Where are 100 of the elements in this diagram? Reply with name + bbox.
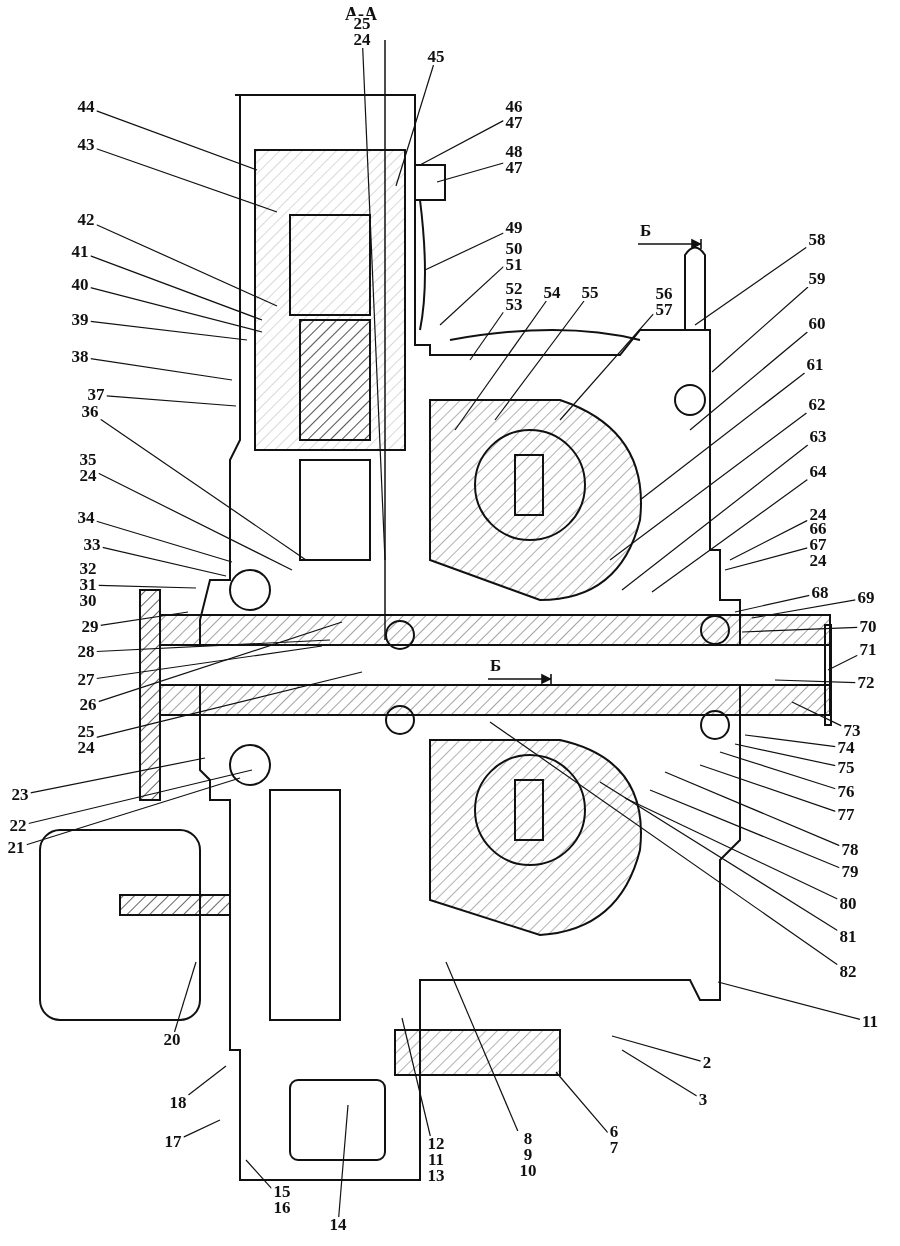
callout-number: 11 — [427, 1152, 445, 1168]
section-letter: Б — [640, 221, 652, 241]
leader-line — [95, 645, 323, 680]
callout-number: 45 — [427, 49, 445, 65]
callout-number: 24 — [353, 32, 371, 48]
leader-line — [489, 721, 839, 966]
callout-number: 6 — [609, 1124, 619, 1140]
leader-line — [89, 287, 263, 333]
leader-line — [555, 1071, 609, 1134]
callout-number: 79 — [841, 864, 859, 880]
leader-line — [89, 320, 248, 341]
callout-number: 14 — [329, 1217, 347, 1233]
leader-line — [97, 621, 343, 703]
callout-number: 64 — [809, 464, 827, 480]
callout-number: 71 — [859, 642, 877, 658]
leader-line — [95, 224, 278, 307]
leader-line — [609, 412, 808, 561]
callout-number: 77 — [837, 807, 855, 823]
callout-number: 22 — [9, 818, 27, 834]
leader-line — [89, 255, 263, 321]
callout-number: 82 — [839, 964, 857, 980]
leader-line — [791, 701, 843, 727]
leader-line — [694, 246, 808, 326]
callout-number: 18 — [169, 1095, 187, 1111]
callout-number: 54 — [543, 285, 561, 301]
callout-number: 24 — [809, 553, 827, 569]
leader-line — [401, 1017, 431, 1137]
callout-number: 74 — [837, 740, 855, 756]
leader-line — [338, 1104, 349, 1218]
callout-number: 25 — [77, 724, 95, 740]
leader-line — [734, 743, 837, 767]
callout-number: 37 — [87, 387, 105, 403]
callout-number: 59 — [808, 271, 826, 287]
callout-number: 55 — [581, 285, 599, 301]
callout-number: 51 — [505, 257, 523, 273]
callout-number: 63 — [809, 429, 827, 445]
callout-number: 72 — [857, 675, 875, 691]
leader-line — [27, 769, 253, 825]
callout-number: 24 — [79, 468, 97, 484]
section-letter: Б — [490, 656, 502, 676]
callout-number: 43 — [77, 137, 95, 153]
leader-line — [724, 547, 809, 571]
callout-number: 24 — [77, 740, 95, 756]
leader-line — [173, 961, 197, 1033]
callout-number: 58 — [808, 232, 826, 248]
leader-line — [469, 311, 505, 361]
leader-line — [744, 734, 837, 748]
callout-number: 70 — [859, 619, 877, 635]
callout-number: 75 — [837, 760, 855, 776]
callout-number: 40 — [71, 277, 89, 293]
callout-number: 17 — [164, 1134, 182, 1150]
callout-number: 56 — [655, 286, 673, 302]
callout-number: 81 — [839, 929, 857, 945]
leader-line — [439, 266, 505, 326]
callout-number: 61 — [806, 357, 824, 373]
callout-number: 26 — [79, 697, 97, 713]
leader-line — [29, 757, 206, 794]
callout-number: 9 — [523, 1147, 533, 1163]
leader-line — [424, 232, 505, 271]
leader-line — [362, 47, 386, 561]
callout-number: 31 — [79, 577, 97, 593]
leader-line — [95, 639, 331, 653]
callout-number: 57 — [655, 302, 673, 318]
leader-line — [639, 372, 806, 501]
leader-line — [699, 764, 837, 812]
leader-line — [25, 777, 241, 846]
leader-line — [649, 789, 841, 869]
callout-number: 41 — [71, 244, 89, 260]
callout-number: 62 — [808, 397, 826, 413]
callout-number: 69 — [857, 590, 875, 606]
callout-number: 49 — [505, 220, 523, 236]
callout-number: 33 — [83, 537, 101, 553]
callout-number: 35 — [79, 452, 97, 468]
leader-line — [99, 418, 307, 561]
callout-number: 39 — [71, 312, 89, 328]
leader-line — [774, 679, 857, 684]
callout-number: 15 — [273, 1184, 291, 1200]
leader-line — [182, 1119, 221, 1138]
callout-number: 8 — [523, 1131, 533, 1147]
callout-number: 32 — [79, 561, 97, 577]
callout-number: 38 — [71, 349, 89, 365]
leader-line — [101, 546, 227, 577]
callout-number: 67 — [809, 537, 827, 553]
callout-number: 80 — [839, 896, 857, 912]
callout-number: 50 — [505, 241, 523, 257]
callout-number: 30 — [79, 593, 97, 609]
callout-number: 11 — [861, 1014, 879, 1030]
callout-number: 76 — [837, 784, 855, 800]
leader-line — [599, 781, 839, 931]
leader-line — [621, 1049, 698, 1097]
callout-number: 28 — [77, 644, 95, 660]
callout-number: 36 — [81, 404, 99, 420]
callout-number: 73 — [843, 723, 861, 739]
leader-line — [717, 981, 861, 1020]
leader-line — [741, 626, 859, 633]
callout-number: 20 — [163, 1032, 181, 1048]
callout-number: 21 — [7, 840, 25, 856]
leader-line — [436, 162, 505, 183]
leader-line — [245, 1159, 273, 1189]
callout-number: 10 — [519, 1163, 537, 1179]
